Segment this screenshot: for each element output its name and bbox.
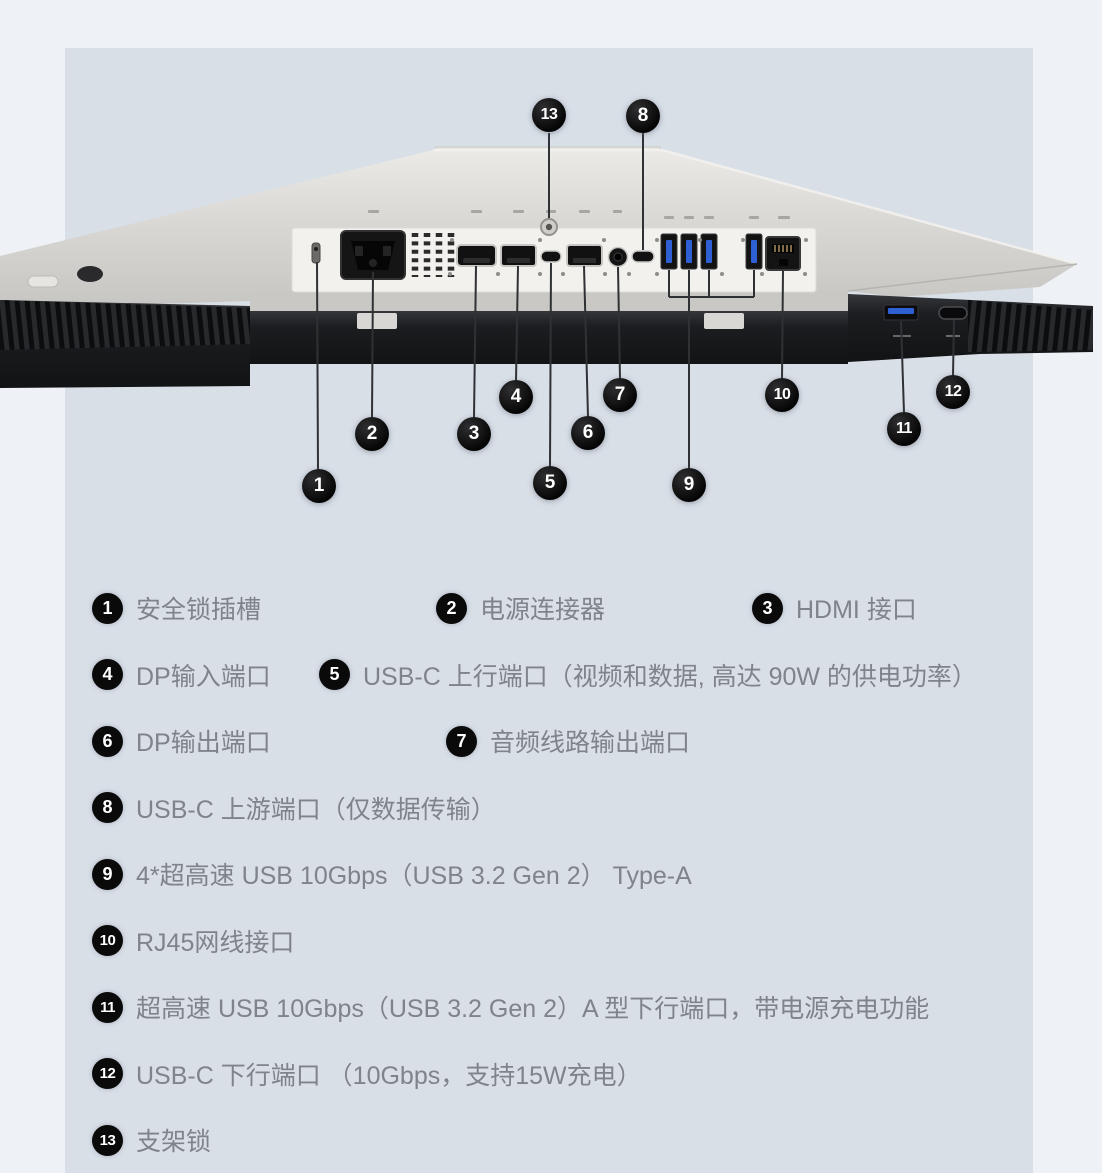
legend-row: 4 DP输入端口 5 USB-C 上行端口（视频和数据, 高达 90W 的供电功… [92, 657, 1033, 697]
usb-c-data-port-icon [631, 250, 655, 263]
legend-label-6: DP输出端口 [136, 729, 271, 757]
legend-row: 11 超高速 USB 10Gbps（USB 3.2 Gen 2）A 型下行端口，… [92, 989, 1033, 1029]
legend-item-4: 4 DP输入端口 [92, 657, 271, 693]
legend-row: 10 RJ45网线接口 [92, 923, 1033, 963]
legend-item-10: 10 RJ45网线接口 [92, 923, 294, 959]
legend-row: 1 安全锁插槽 2 电源连接器 3 HDMI 接口 [92, 590, 1033, 630]
legend-item-8: 8 USB-C 上游端口（仅数据传输） [92, 790, 496, 826]
legend-row: 12 USB-C 下行端口 （10Gbps，支持15W充电） [92, 1056, 1033, 1096]
callout-3: 3 [457, 417, 491, 451]
monitor-rear-figure [0, 133, 1093, 471]
legend-label-13: 支架锁 [136, 1128, 212, 1156]
port-legend: 1 安全锁插槽 2 电源连接器 3 HDMI 接口 4 DP输入端口 5 USB… [92, 590, 1033, 1173]
legend-item-3: 3 HDMI 接口 [752, 590, 917, 626]
legend-item-9: 9 4*超高速 USB 10Gbps（USB 3.2 Gen 2） Type-A [92, 856, 692, 892]
legend-item-13: 13 支架锁 [92, 1122, 211, 1158]
legend-num-11: 11 [92, 991, 123, 1023]
dp-out-port-icon [566, 244, 603, 267]
legend-num-13: 13 [92, 1124, 123, 1156]
port-label-glyphs [368, 210, 790, 219]
legend-label-8: USB-C 上游端口（仅数据传输） [136, 795, 496, 824]
dp-in-port-icon [500, 244, 537, 267]
legend-label-7: 音频线路输出端口 [490, 729, 691, 757]
legend-label-3: HDMI 接口 [796, 596, 917, 624]
legend-num-6: 6 [92, 725, 123, 757]
vent-slats-left [0, 300, 250, 350]
legend-label-12: USB-C 下行端口 （10Gbps，支持15W充电） [136, 1061, 642, 1090]
usb-a-ports-icon [660, 233, 763, 270]
callout-7: 7 [603, 378, 637, 412]
legend-item-5: 5 USB-C 上行端口（视频和数据, 高达 90W 的供电功率） [319, 657, 977, 693]
stand-lock-screw-icon [540, 218, 558, 236]
vent-slats-right [968, 300, 1093, 352]
legend-row: 8 USB-C 上游端口（仅数据传输） [92, 790, 1033, 830]
callout-13: 13 [532, 98, 566, 132]
legend-num-7: 7 [446, 725, 477, 757]
callout-10: 10 [765, 378, 799, 412]
callout-9: 9 [672, 468, 706, 502]
bottom-bezel-center [250, 311, 848, 364]
callout-6: 6 [571, 416, 605, 450]
callout-2: 2 [355, 417, 389, 451]
legend-num-2: 2 [436, 592, 467, 624]
legend-label-10: RJ45网线接口 [136, 928, 295, 957]
legend-item-1: 1 安全锁插槽 [92, 590, 261, 626]
legend-num-8: 8 [92, 792, 123, 823]
legend-item-7: 7 音频线路输出端口 [446, 723, 690, 759]
kensington-lock-slot-icon [311, 242, 321, 264]
legend-label-4: DP输入端口 [136, 662, 271, 691]
usb-c-quick-access-port-icon [938, 306, 968, 320]
callout-4: 4 [499, 380, 533, 414]
legend-num-9: 9 [92, 858, 123, 890]
vent-grille-icon [411, 233, 455, 277]
legend-item-11: 11 超高速 USB 10Gbps（USB 3.2 Gen 2）A 型下行端口，… [92, 989, 929, 1025]
callout-leader-lines [316, 133, 955, 471]
legend-row: 9 4*超高速 USB 10Gbps（USB 3.2 Gen 2） Type-A [92, 856, 1033, 896]
power-button [27, 275, 59, 288]
legend-num-1: 1 [92, 592, 123, 624]
stand-clip-left [357, 313, 397, 329]
hdmi-port-icon [456, 244, 497, 267]
legend-label-9: 4*超高速 USB 10Gbps（USB 3.2 Gen 2） Type-A [136, 862, 692, 890]
legend-label-5: USB-C 上行端口（视频和数据, 高达 90W 的供电功率） [363, 662, 977, 691]
callout-8: 8 [626, 99, 660, 133]
legend-label-1: 安全锁插槽 [136, 596, 262, 624]
stand-clip-right [704, 313, 744, 329]
legend-num-4: 4 [92, 659, 123, 690]
legend-num-10: 10 [92, 925, 123, 956]
legend-label-2: 电源连接器 [480, 596, 606, 624]
rj45-port-icon [765, 236, 801, 271]
legend-row: 13 支架锁 [92, 1122, 1033, 1162]
bezel-gray-strip [250, 291, 848, 313]
legend-item-12: 12 USB-C 下行端口 （10Gbps，支持15W充电） [92, 1056, 642, 1092]
callout-12: 12 [936, 375, 970, 409]
ac-power-inlet-icon [340, 230, 406, 280]
callout-1: 1 [302, 469, 336, 503]
joystick-button [77, 266, 103, 282]
legend-item-2: 2 电源连接器 [436, 590, 605, 626]
legend-item-6: 6 DP输出端口 [92, 723, 271, 759]
legend-num-12: 12 [92, 1058, 123, 1089]
recess-screw-dots [448, 238, 808, 276]
callout-11: 11 [887, 412, 921, 446]
callout-5: 5 [533, 466, 567, 500]
legend-label-11: 超高速 USB 10Gbps（USB 3.2 Gen 2）A 型下行端口，带电源… [136, 995, 930, 1023]
usb-a-quick-access-port-icon [883, 304, 919, 321]
audio-line-out-jack-icon [607, 246, 629, 268]
legend-row: 6 DP输出端口 7 音频线路输出端口 [92, 723, 1033, 763]
legend-num-5: 5 [319, 659, 350, 690]
legend-num-3: 3 [752, 592, 783, 624]
usb-c-upstream-port-icon [540, 250, 562, 263]
